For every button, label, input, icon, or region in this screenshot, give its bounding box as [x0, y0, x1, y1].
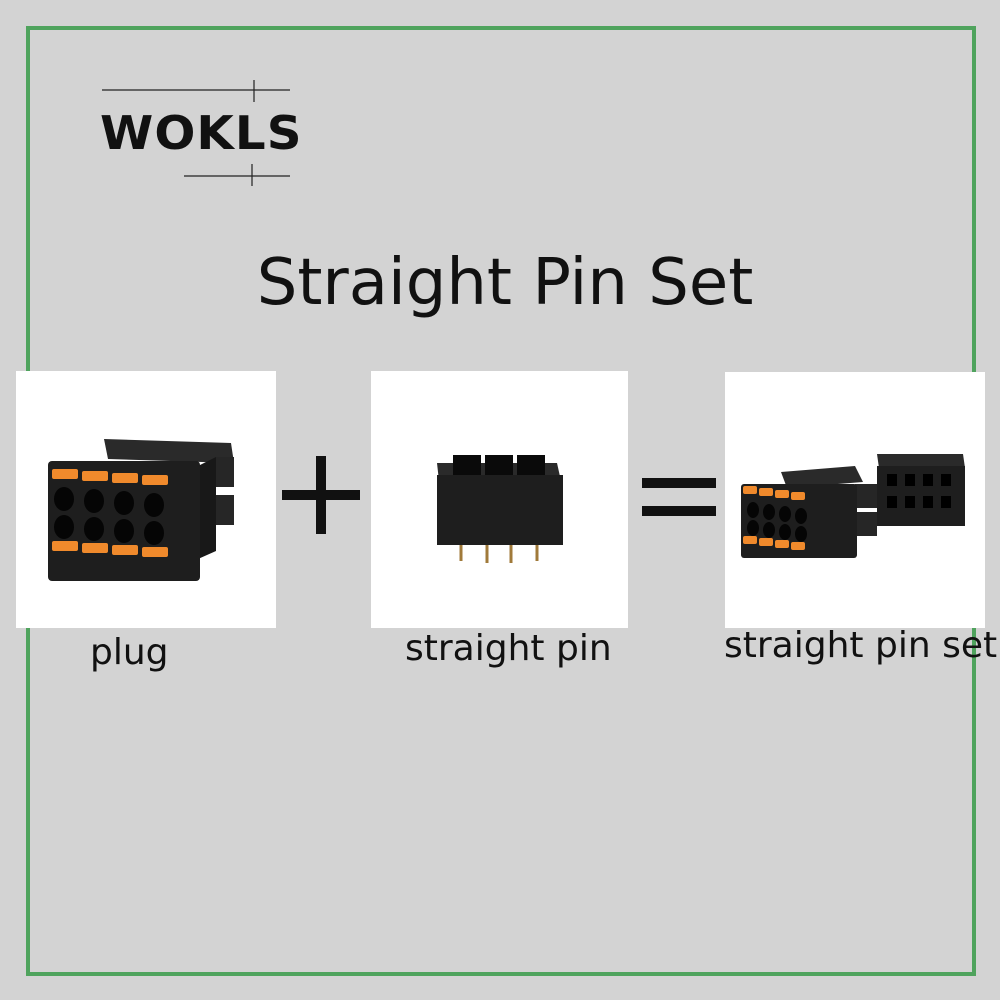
caption-straight-pin-set: straight pin set — [724, 625, 998, 666]
caption-plug: plug — [90, 632, 169, 673]
logo-lines — [102, 80, 290, 186]
straight-pin-header-icon — [437, 455, 563, 563]
straight-pin-image-panel — [371, 371, 628, 628]
plug-connector-icon — [48, 439, 234, 581]
page-title: Straight Pin Set — [256, 246, 754, 320]
straight-pin-set-image-panel — [725, 372, 985, 628]
plug-image-panel — [16, 371, 276, 628]
brand-logo: WOKLS — [100, 78, 302, 188]
logo-text: WOKLS — [100, 106, 303, 160]
plus-icon — [282, 456, 360, 538]
straight-pin-set-icon — [741, 454, 965, 558]
caption-straight-pin: straight pin — [405, 628, 612, 669]
equals-icon — [642, 478, 716, 522]
